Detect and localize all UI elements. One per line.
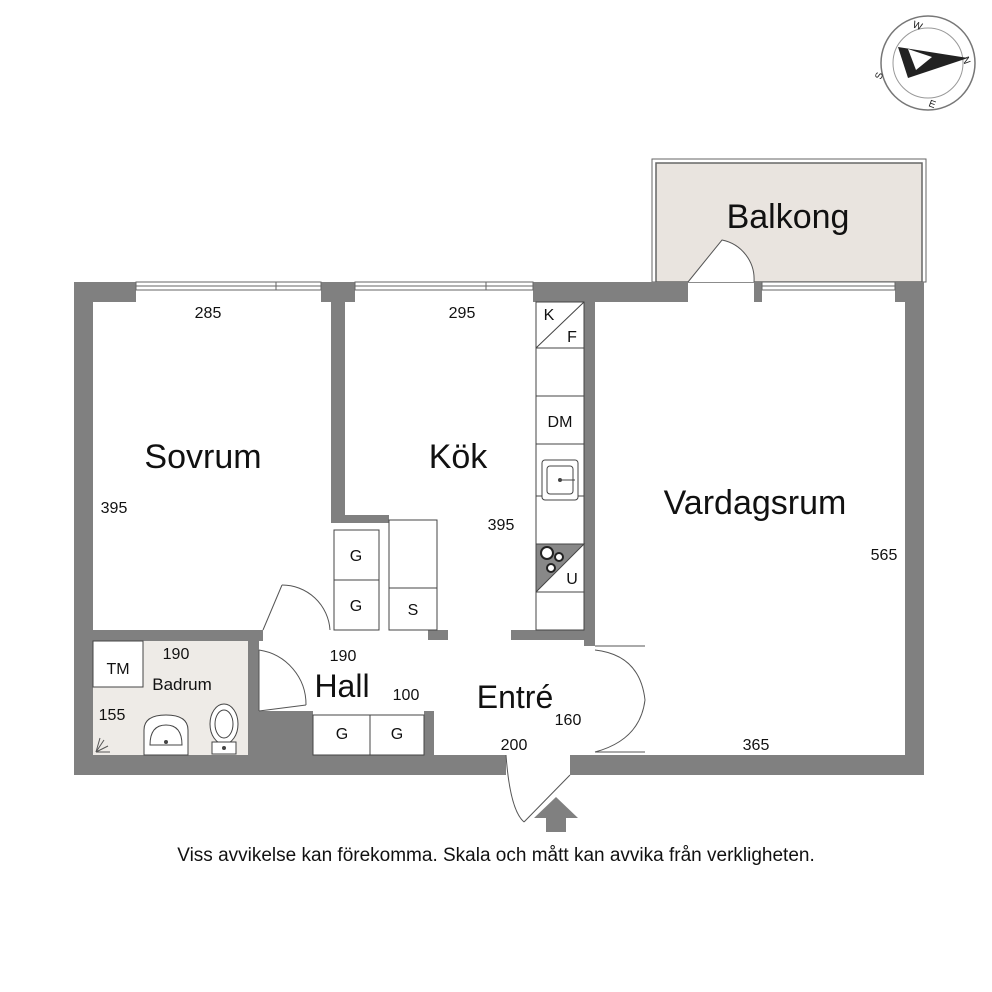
storage-label: S (408, 602, 419, 619)
fridge-bottom-label: F (567, 329, 577, 346)
dryer-label: TM (106, 661, 129, 678)
entry-arrow-icon (534, 797, 578, 832)
sink-icon (541, 459, 579, 501)
compass-e: E (927, 98, 937, 111)
windows (135, 281, 896, 291)
compass-n: N (959, 55, 972, 66)
compass-icon: W N S E (873, 15, 976, 111)
kitchen-label: Kök (429, 438, 489, 476)
living-label: Vardagsrum (664, 484, 847, 522)
hall-label: Hall (314, 668, 369, 704)
compass-s: S (873, 71, 886, 81)
compass-w: W (911, 19, 924, 33)
bathroom-label: Badrum (152, 675, 212, 694)
wardrobes (92, 519, 438, 756)
hall-wardrobe-label: G (336, 726, 348, 743)
entry-label: Entré (477, 679, 553, 715)
walls (74, 282, 924, 775)
living-width: 365 (743, 737, 770, 754)
wardrobe-label: G (350, 548, 362, 565)
kitchen-depth: 395 (488, 517, 515, 534)
washbasin-icon (143, 714, 189, 756)
kitchen-width: 295 (449, 305, 476, 322)
bedroom-label: Sovrum (144, 438, 261, 476)
dishwasher-label: DM (548, 414, 573, 431)
stove-icon (535, 543, 586, 594)
shower-icon (95, 737, 110, 753)
wardrobe-label: G (350, 598, 362, 615)
entry-depth: 160 (555, 712, 582, 729)
living-depth: 565 (871, 547, 898, 564)
fridge-top-label: K (544, 307, 555, 324)
balcony (651, 158, 927, 283)
doors (258, 584, 646, 823)
disclaimer-text: Viss avvikelse kan förekomma. Skala och … (177, 845, 815, 866)
hall-width: 190 (330, 648, 357, 665)
entry-width: 200 (501, 737, 528, 754)
hall-depth: 100 (393, 687, 420, 704)
bathroom-depth: 155 (99, 707, 126, 724)
bedroom-width: 285 (195, 305, 222, 322)
bedroom-depth: 395 (101, 500, 128, 517)
bathroom-width: 190 (163, 646, 190, 663)
hall-wardrobe-label: G (391, 726, 403, 743)
balcony-label: Balkong (727, 198, 850, 236)
toilet-icon (209, 703, 239, 755)
oven-label: U (566, 571, 578, 588)
